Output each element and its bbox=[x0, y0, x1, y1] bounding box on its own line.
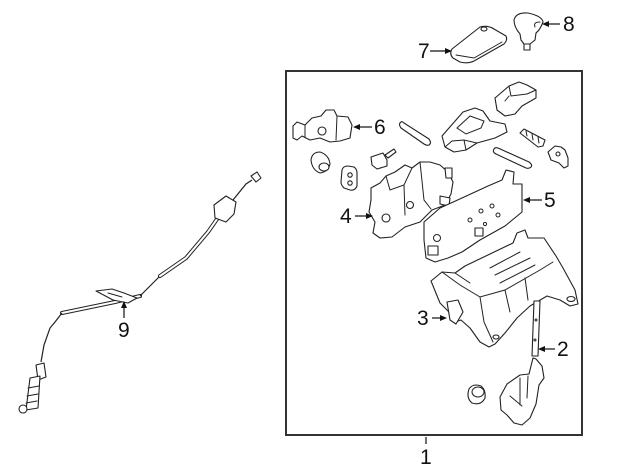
callout-4: 4 bbox=[340, 205, 352, 228]
leader-line-6 bbox=[353, 124, 372, 130]
part-connector[interactable] bbox=[370, 148, 397, 170]
leader-line-3 bbox=[432, 315, 447, 321]
part-indicator-panel[interactable] bbox=[423, 169, 523, 263]
part-shifter-base[interactable] bbox=[430, 229, 579, 348]
part-knob-cover[interactable] bbox=[450, 25, 508, 64]
part-bushing[interactable] bbox=[310, 151, 331, 174]
part-guide-rod[interactable] bbox=[492, 147, 533, 169]
callout-8: 8 bbox=[563, 13, 575, 36]
part-slide-plate[interactable] bbox=[441, 107, 508, 153]
callout-5: 5 bbox=[544, 189, 556, 212]
assembly-frame bbox=[285, 70, 583, 436]
part-top-cover[interactable] bbox=[494, 81, 537, 117]
callout-6: 6 bbox=[374, 116, 386, 139]
leader-line-7 bbox=[430, 48, 452, 54]
callout-7: 7 bbox=[418, 40, 430, 63]
part-cap[interactable] bbox=[467, 384, 486, 405]
callout-9: 9 bbox=[118, 319, 130, 342]
leader-line-4 bbox=[355, 213, 373, 219]
callout-2: 2 bbox=[557, 338, 569, 361]
part-shift-knob[interactable] bbox=[513, 12, 544, 51]
part-clip-strip[interactable] bbox=[519, 128, 546, 148]
part-shift-cable[interactable] bbox=[18, 171, 262, 414]
part-guide-rod[interactable] bbox=[398, 121, 432, 146]
part-position-switch[interactable] bbox=[292, 109, 353, 143]
part-bracket[interactable] bbox=[547, 145, 569, 169]
leader-line-9 bbox=[121, 301, 127, 318]
callout-3: 3 bbox=[417, 307, 429, 330]
leader-line-5 bbox=[523, 197, 542, 203]
leader-line-8 bbox=[542, 21, 560, 27]
leader-line-2 bbox=[538, 346, 555, 352]
part-grommet[interactable] bbox=[340, 165, 358, 191]
callout-1: 1 bbox=[420, 446, 432, 469]
part-shift-lever[interactable] bbox=[499, 300, 545, 426]
part-shift-lock-unit[interactable] bbox=[368, 161, 454, 239]
